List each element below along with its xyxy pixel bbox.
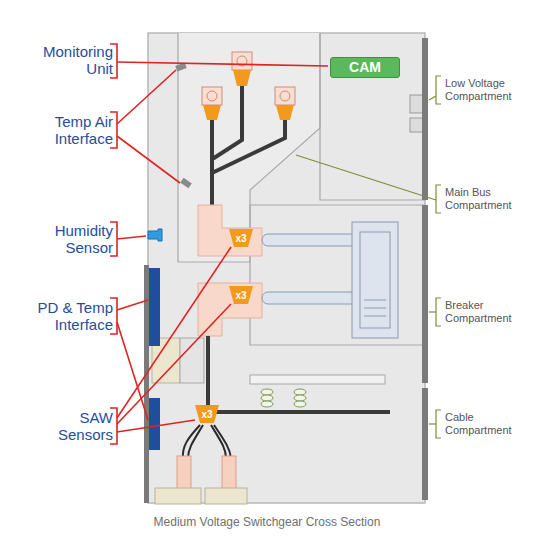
side-bar: [422, 38, 428, 200]
cable-base: [205, 488, 247, 504]
cable-conductor: [208, 336, 390, 412]
cable-base: [155, 488, 201, 504]
sensor-outline: [229, 286, 253, 304]
node-text: x3: [235, 233, 246, 244]
saw-sensor: x3: [229, 286, 253, 304]
side-bar: [422, 205, 428, 383]
breaker-wall: [250, 205, 425, 345]
node-text: x3: [201, 409, 212, 420]
compartment-bracket: [296, 76, 441, 438]
current-transformer: [261, 389, 306, 407]
callout-label: PD & Temp Interface: [27, 299, 113, 334]
compartment-label: Cable Compartment: [445, 411, 527, 436]
saw-sensor: x3: [195, 405, 219, 423]
cabinet: [148, 33, 425, 503]
compartment-label: Breaker Compartment: [445, 299, 527, 324]
side-bar: [422, 388, 428, 500]
compartment-label: Main Bus Compartment: [445, 186, 527, 211]
cam-unit: CAM: [330, 57, 400, 78]
callout-label: SAW Sensors: [27, 409, 113, 444]
sensor-outline: [195, 405, 219, 423]
cable-termination: [177, 456, 191, 490]
breaker: [262, 222, 398, 338]
partition: [250, 375, 385, 384]
callout-label: Monitoring Unit: [27, 43, 113, 78]
sensor-outline: [229, 229, 253, 247]
lv-socket: [410, 95, 424, 113]
compartment-label: Low Voltage Compartment: [445, 77, 527, 102]
callout-label: Humidity Sensor: [27, 222, 113, 257]
saw-sensor: x3: [229, 229, 253, 247]
lv-wall: [320, 33, 425, 200]
callout-label: Temp Air Interface: [27, 113, 113, 148]
temp-air-sensor: [180, 178, 192, 189]
cable: [183, 425, 231, 458]
main-bus-wall: [178, 33, 320, 262]
bus-insulator: [202, 52, 295, 120]
bus-conductor: [212, 86, 285, 215]
caption: Medium Voltage Switchgear Cross Section: [0, 516, 534, 530]
pd-temp-interface: [149, 398, 160, 450]
node-text: CAM: [349, 59, 381, 75]
humidity-sensor: [148, 229, 162, 241]
cable-termination: [222, 456, 236, 490]
node-text: x3: [235, 290, 246, 301]
pd-temp-interface: [149, 268, 160, 346]
red-leader: [110, 44, 328, 444]
lv-socket: [410, 118, 424, 132]
